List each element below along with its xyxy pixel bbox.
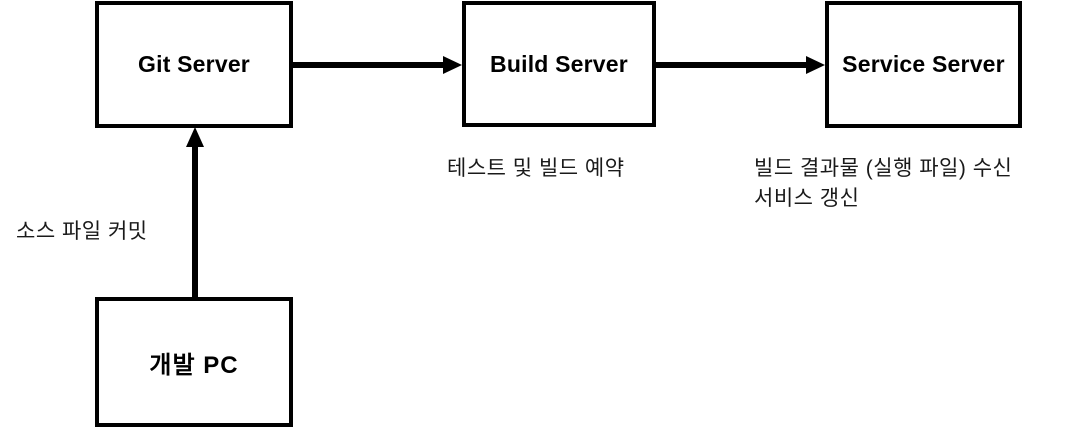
caption-build: 테스트 및 빌드 예약 xyxy=(447,157,625,180)
node-dev-pc-label: 개발 PC xyxy=(149,351,239,379)
caption-service-line1: 빌드 결과물 (실행 파일) 수신 xyxy=(754,157,1013,180)
node-service-server[interactable]: Service Server xyxy=(825,1,1022,128)
node-dev-pc[interactable]: 개발 PC xyxy=(95,297,293,427)
caption-service-line2: 서비스 갱신 xyxy=(754,187,860,210)
edge-build-to-service-arrow xyxy=(656,55,828,75)
node-build-server-label: Build Server xyxy=(490,50,628,77)
node-git-server-label: Git Server xyxy=(138,51,250,77)
node-service-server-label: Service Server xyxy=(842,51,1005,77)
caption-commit: 소스 파일 커밋 xyxy=(16,220,148,243)
node-build-server[interactable]: Build Server xyxy=(462,1,656,127)
node-git-server[interactable]: Git Server xyxy=(95,1,293,128)
edge-pc-to-git-arrow xyxy=(185,126,205,300)
edge-git-to-build-arrow xyxy=(293,55,465,75)
